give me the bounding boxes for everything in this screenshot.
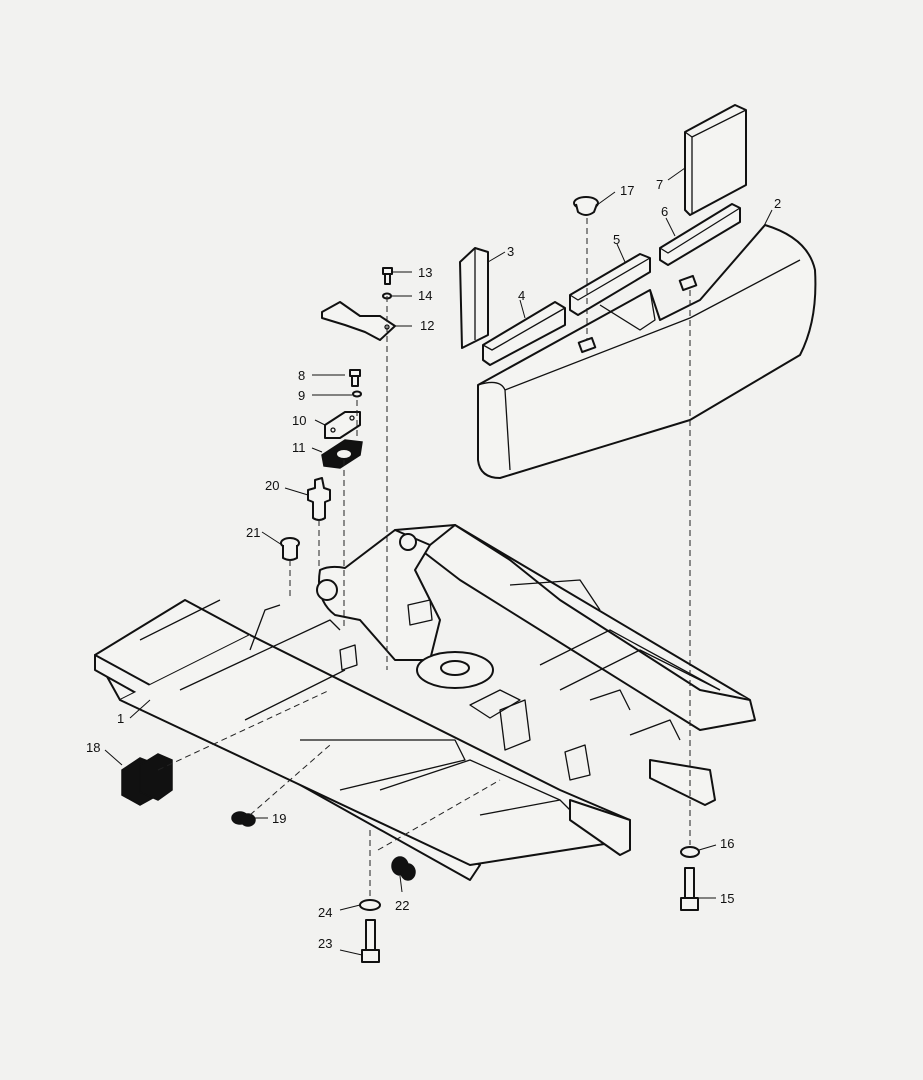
callout-7: 7 — [656, 177, 663, 192]
callout-23: 23 — [318, 936, 332, 951]
block-4 — [482, 301, 566, 366]
callout-6: 6 — [661, 204, 668, 219]
bolt-8 — [349, 369, 361, 387]
callout-8: 8 — [298, 368, 305, 383]
callout-16: 16 — [720, 836, 734, 851]
callout-14: 14 — [418, 288, 432, 303]
assembly-lines — [157, 218, 691, 900]
callout-1: 1 — [117, 711, 124, 726]
damper-22 — [391, 856, 416, 881]
nut-square — [577, 336, 597, 354]
cover-plate-10 — [324, 411, 361, 439]
callout-15: 15 — [720, 891, 734, 906]
callout-13: 13 — [418, 265, 432, 280]
block-6 — [659, 203, 741, 266]
callout-2: 2 — [774, 196, 781, 211]
counterweight — [477, 224, 817, 479]
plate-12 — [321, 301, 396, 341]
washer-16 — [680, 846, 700, 858]
callout-12: 12 — [420, 318, 434, 333]
gasket-11 — [321, 439, 363, 469]
block-5 — [569, 253, 651, 316]
callout-17: 17 — [620, 183, 634, 198]
block-3 — [459, 247, 489, 349]
callout-labels: 1 2 3 4 5 6 7 8 9 10 11 12 13 14 15 16 1… — [86, 177, 781, 951]
callout-22: 22 — [395, 898, 409, 913]
nut-square — [678, 274, 698, 292]
callout-4: 4 — [518, 288, 525, 303]
callout-11: 11 — [292, 440, 306, 455]
cap-17 — [573, 196, 599, 216]
callout-10: 10 — [292, 413, 306, 428]
callout-19: 19 — [272, 811, 286, 826]
bushing-21 — [280, 537, 300, 561]
fitting-20 — [307, 477, 331, 521]
bolt-23 — [361, 919, 380, 963]
block-7 — [684, 104, 747, 216]
bolt-15 — [680, 867, 699, 911]
callout-5: 5 — [613, 232, 620, 247]
callout-18: 18 — [86, 740, 100, 755]
callout-21: 21 — [246, 525, 260, 540]
pad-18 — [121, 753, 173, 806]
washer-24 — [359, 899, 381, 911]
main-frame — [94, 524, 756, 881]
callout-9: 9 — [298, 388, 305, 403]
damper-19 — [231, 811, 256, 827]
leader-lines — [104, 167, 773, 956]
washer-9 — [352, 390, 362, 398]
bolt-13 — [382, 267, 393, 285]
callout-20: 20 — [265, 478, 279, 493]
callout-3: 3 — [507, 244, 514, 259]
callout-24: 24 — [318, 905, 332, 920]
